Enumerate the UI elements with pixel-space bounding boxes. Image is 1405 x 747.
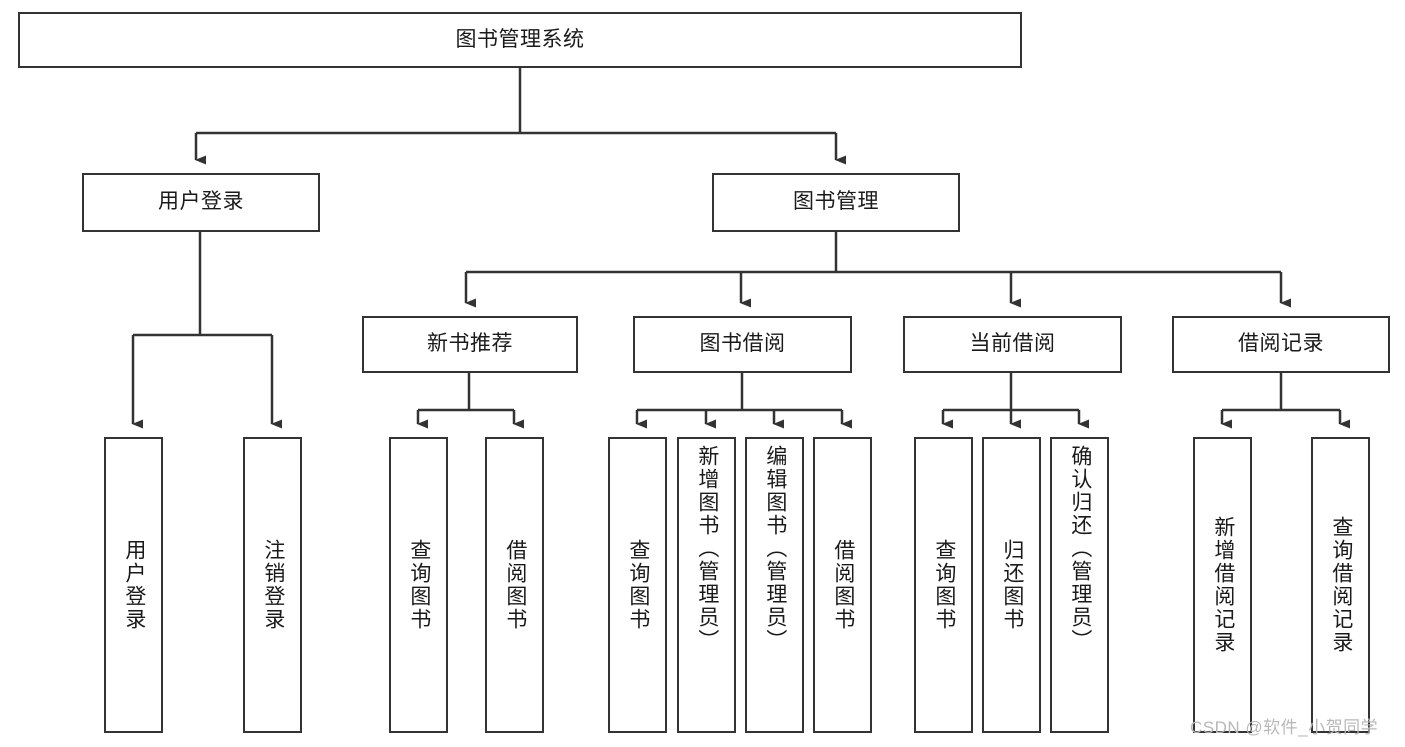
leaf-book-borrow-borrow-label: 借阅图书 xyxy=(831,539,855,631)
leaf-user-login-login[interactable]: 用户登录 xyxy=(104,437,163,733)
node-user-login-label: 用户登录 xyxy=(158,190,244,214)
leaf-new-book-query-label: 查询图书 xyxy=(407,539,431,631)
node-borrow-record-label: 借阅记录 xyxy=(1238,332,1324,356)
csdn-watermark: CSDN @软件_小贺同学 xyxy=(1190,718,1379,737)
leaf-book-borrow-edit-label: 编辑图书（管理员） xyxy=(763,445,787,652)
node-current-borrow-label: 当前借阅 xyxy=(969,332,1056,356)
node-book-borrow-label: 图书借阅 xyxy=(699,332,786,356)
leaf-user-login-logout-label: 注销登录 xyxy=(261,539,285,631)
node-user-login[interactable]: 用户登录 xyxy=(82,173,320,232)
leaf-user-login-login-label: 用户登录 xyxy=(122,539,146,631)
leaf-current-borrow-confirm-return[interactable]: 确认归还（管理员） xyxy=(1050,437,1109,733)
node-root[interactable]: 图书管理系统 xyxy=(18,12,1022,68)
node-book-management[interactable]: 图书管理 xyxy=(712,173,960,232)
node-book-borrow[interactable]: 图书借阅 xyxy=(633,316,852,373)
leaf-borrow-record-add[interactable]: 新增借阅记录 xyxy=(1193,437,1252,733)
node-borrow-record[interactable]: 借阅记录 xyxy=(1172,316,1390,373)
leaf-book-borrow-edit[interactable]: 编辑图书（管理员） xyxy=(745,437,804,733)
leaf-book-borrow-borrow[interactable]: 借阅图书 xyxy=(813,437,872,733)
leaf-borrow-record-query[interactable]: 查询借阅记录 xyxy=(1311,437,1370,733)
leaf-book-borrow-query-label: 查询图书 xyxy=(626,539,650,631)
leaf-new-book-borrow-label: 借阅图书 xyxy=(503,539,527,631)
leaf-book-borrow-add-label: 新增图书（管理员） xyxy=(695,445,719,652)
node-new-book-recommendation-label: 新书推荐 xyxy=(427,332,513,356)
leaf-current-borrow-query[interactable]: 查询图书 xyxy=(914,437,973,733)
node-book-management-label: 图书管理 xyxy=(793,190,879,214)
leaf-new-book-borrow[interactable]: 借阅图书 xyxy=(485,437,544,733)
leaf-book-borrow-query[interactable]: 查询图书 xyxy=(608,437,667,733)
leaf-current-borrow-confirm-return-label: 确认归还（管理员） xyxy=(1068,445,1092,652)
leaf-new-book-query[interactable]: 查询图书 xyxy=(389,437,448,733)
leaf-book-borrow-add[interactable]: 新增图书（管理员） xyxy=(677,437,736,733)
leaf-user-login-logout[interactable]: 注销登录 xyxy=(243,437,302,733)
leaf-current-borrow-query-label: 查询图书 xyxy=(932,539,956,631)
leaf-current-borrow-return-label: 归还图书 xyxy=(1000,539,1024,631)
leaf-borrow-record-query-label: 查询借阅记录 xyxy=(1329,516,1353,654)
leaf-borrow-record-add-label: 新增借阅记录 xyxy=(1211,516,1235,654)
leaf-current-borrow-return[interactable]: 归还图书 xyxy=(982,437,1041,733)
node-current-borrow[interactable]: 当前借阅 xyxy=(903,316,1122,373)
node-new-book-recommendation[interactable]: 新书推荐 xyxy=(362,316,578,373)
node-root-label: 图书管理系统 xyxy=(455,27,585,51)
